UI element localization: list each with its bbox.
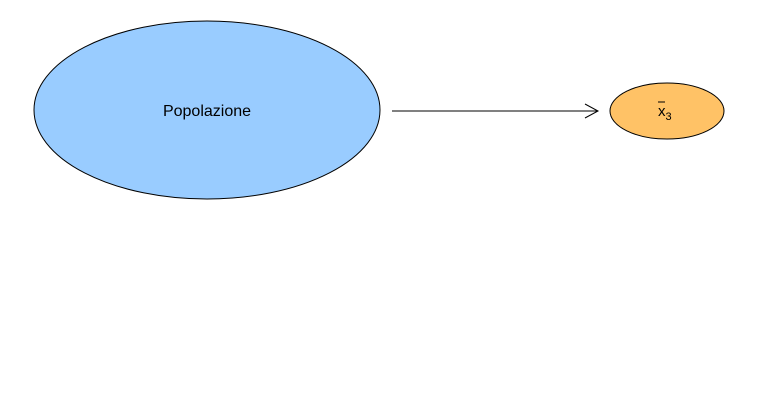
population-ellipse [33,20,381,200]
sample-mean-ellipse [609,82,725,140]
sample-mean-node: x3 [609,82,725,140]
population-label: Popolazione [163,103,251,120]
mean-symbol: x [658,103,666,120]
connector-arrow [392,103,600,119]
arrow-head [584,103,600,119]
population-node: Popolazione [33,20,381,200]
sample-mean-label: x3 [658,103,672,123]
mean-subscript: 3 [666,111,672,123]
